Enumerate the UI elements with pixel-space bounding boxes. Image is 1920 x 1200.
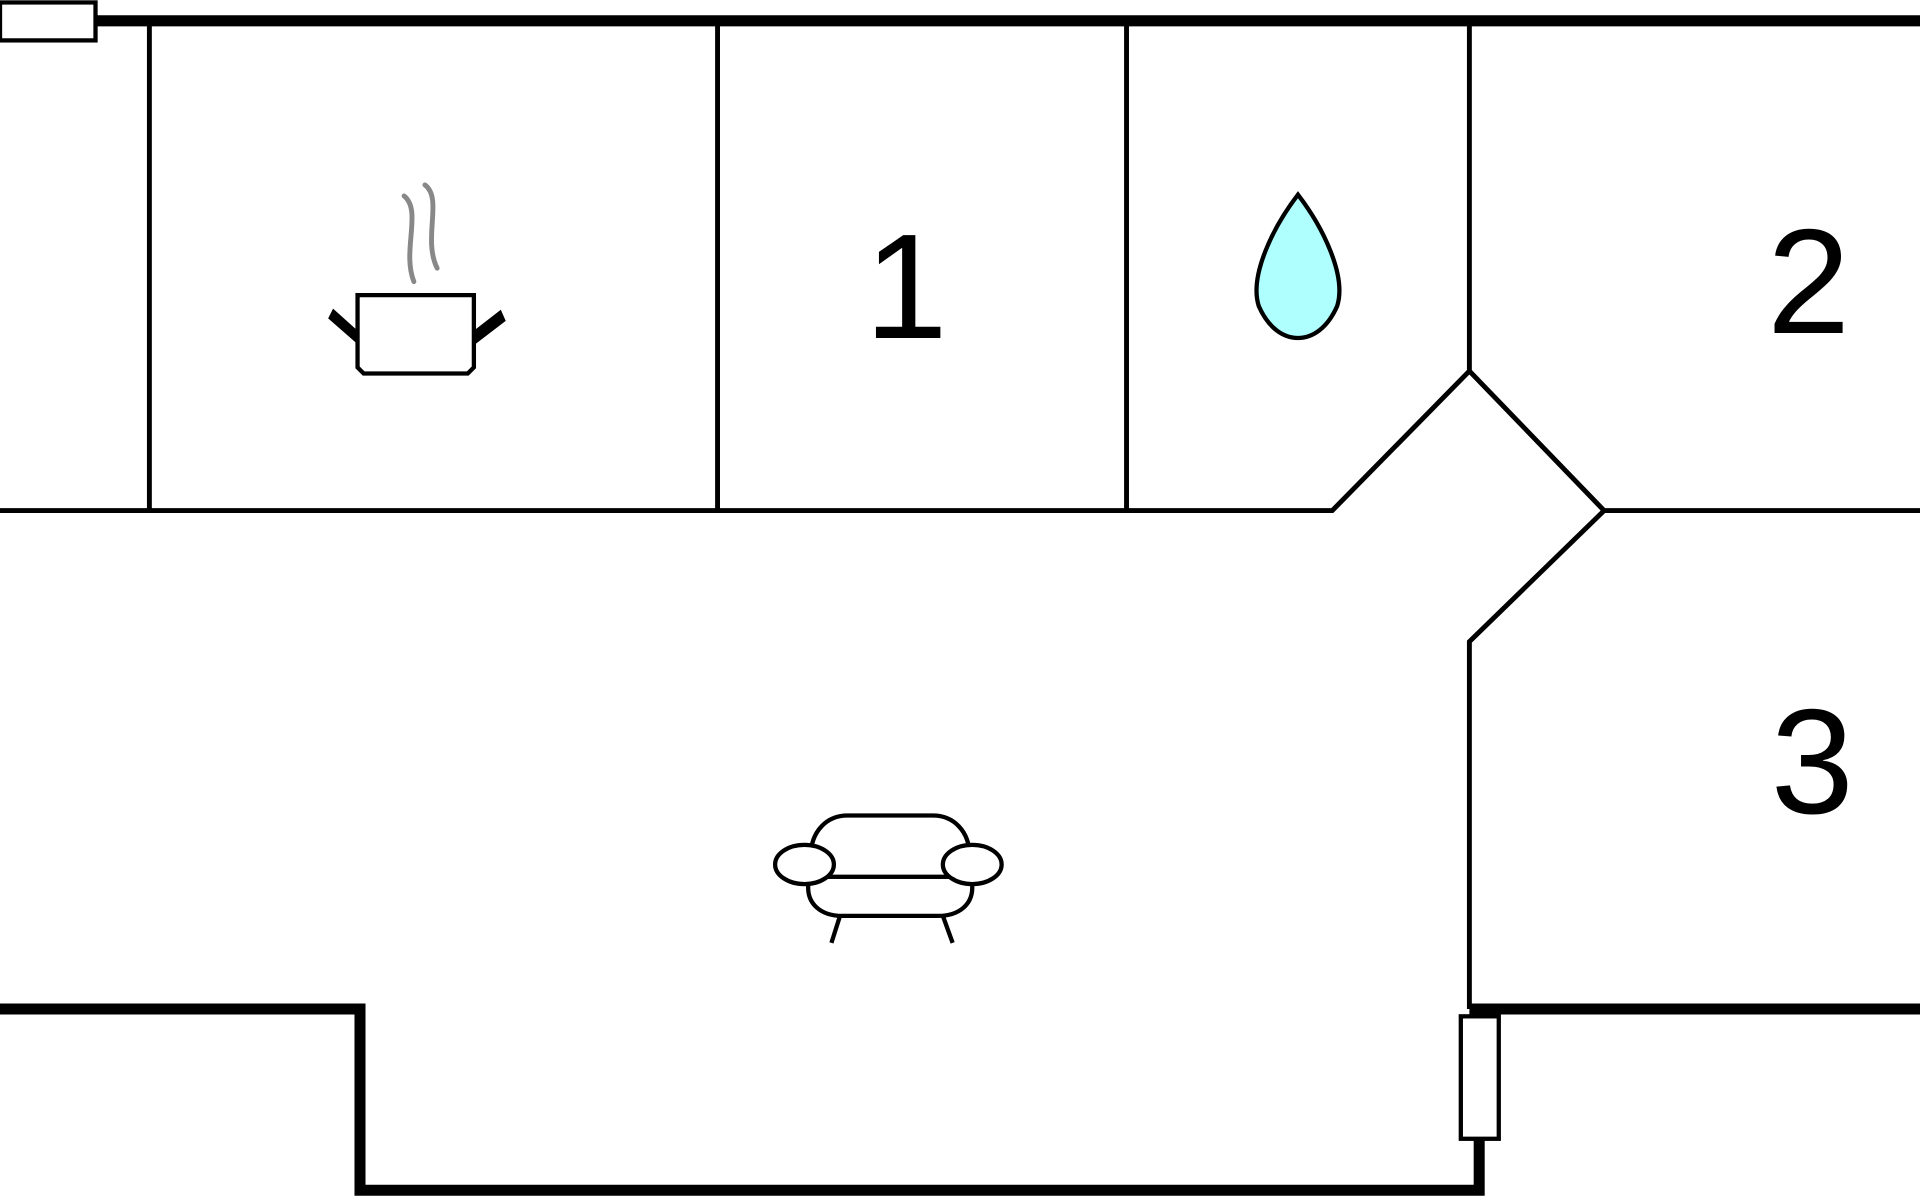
door-bottom-right xyxy=(1458,1014,1501,1141)
sofa-icon xyxy=(772,813,1004,944)
room-label-3: 3 xyxy=(1771,678,1854,845)
interior-wall xyxy=(0,367,1920,514)
cooking-pot-icon xyxy=(328,182,506,376)
window-top-left xyxy=(0,0,98,43)
water-drop-icon xyxy=(1254,191,1342,341)
interior-wall xyxy=(1466,508,1606,1009)
room-label-1: 1 xyxy=(865,203,948,370)
room-label-2: 2 xyxy=(1767,198,1850,365)
exterior-wall-bottom-left xyxy=(0,1003,1485,1196)
